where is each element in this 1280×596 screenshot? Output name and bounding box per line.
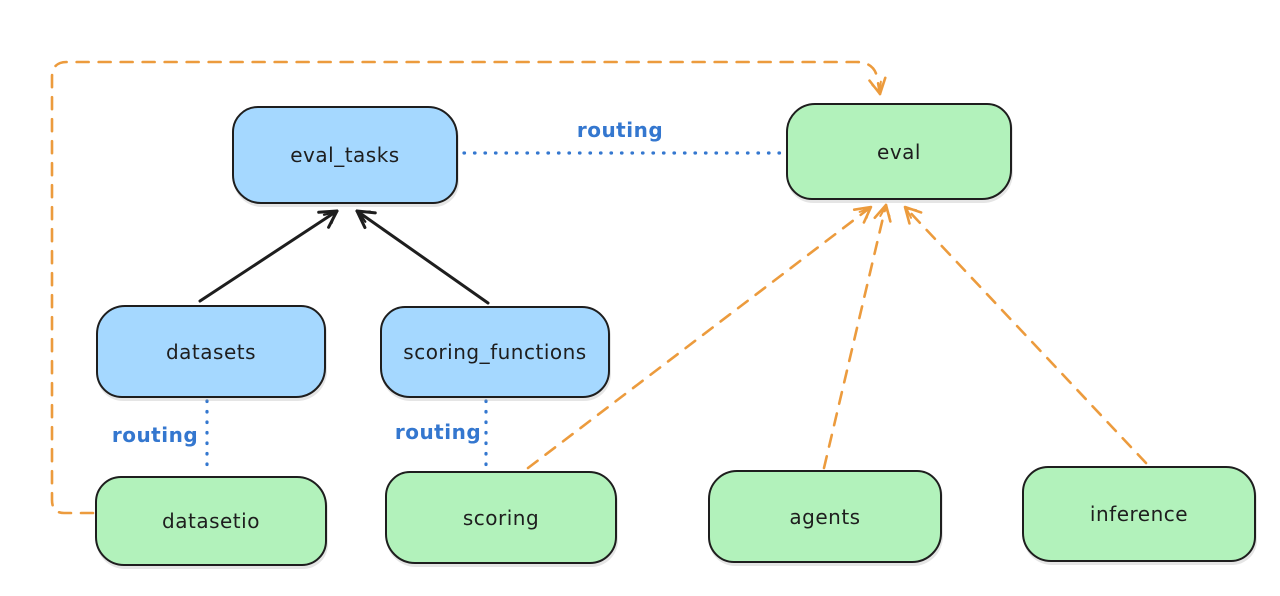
node-agents: agents	[708, 470, 942, 563]
edge-scoring_functions-to-eval_tasks	[355, 209, 490, 305]
edge-inference-to-eval	[903, 205, 1148, 465]
node-datasetio: datasetio	[95, 476, 327, 566]
node-scoring-label: scoring	[462, 505, 540, 530]
node-inference-label: inference	[1089, 502, 1189, 526]
node-agents-label: agents	[789, 504, 861, 529]
node-eval-tasks: eval_tasks	[232, 106, 458, 204]
edge-label-routing-eval-tasks-eval: routing	[576, 118, 664, 142]
edge-scoring-to-eval	[526, 205, 873, 470]
node-datasetio-label: datasetio	[162, 509, 260, 533]
node-datasets-label: datasets	[165, 339, 257, 364]
node-eval-label: eval	[877, 139, 921, 164]
node-scoring: scoring	[385, 471, 617, 564]
edge-datasets-to-eval_tasks	[198, 209, 339, 303]
node-scoring-functions: scoring_functions	[380, 306, 610, 398]
node-scoring-functions-label: scoring_functions	[403, 340, 587, 364]
edge-label-routing-scoring-functions-scoring: routing	[394, 420, 482, 444]
node-datasets: datasets	[96, 305, 326, 398]
edge-label-routing-datasets-datasetio: routing	[111, 423, 199, 447]
node-inference: inference	[1022, 466, 1256, 562]
edge-agents-to-eval	[822, 203, 892, 470]
node-eval: eval	[786, 103, 1012, 200]
edge-datasetio-to-eval	[50, 60, 887, 515]
node-eval-tasks-label: eval_tasks	[290, 143, 400, 167]
